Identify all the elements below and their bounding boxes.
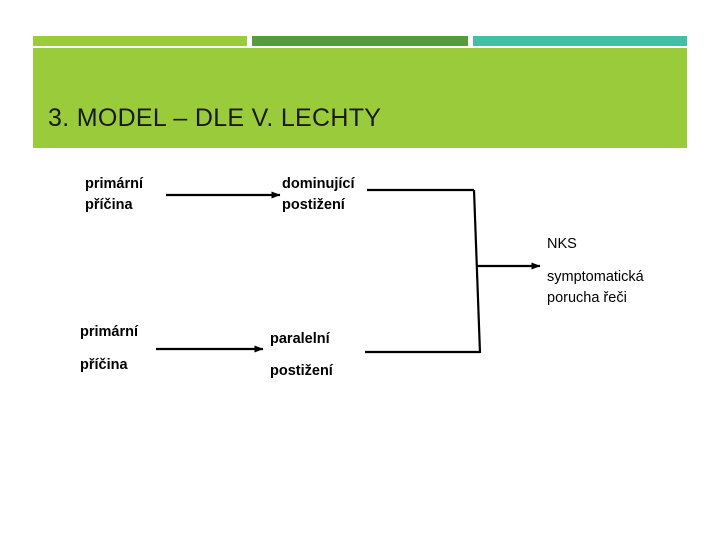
node-primary-cause-bottom-line2: příčina (80, 357, 128, 373)
header-bar-light-green (33, 36, 247, 46)
node-nks: NKS (547, 236, 577, 252)
page-title: 3. MODEL – DLE V. LECHTY (48, 104, 382, 132)
title-band (33, 48, 687, 148)
bracket-vertical-segment (472, 189, 482, 354)
node-primary-cause-bottom-line1: primární (80, 324, 139, 340)
node-parallel-impairment-line2: postižení (270, 363, 333, 379)
node-primary-cause-top: primární příčina (85, 176, 144, 213)
node-symptomatic-speech-disorder: symptomatická porucha řeči (547, 269, 644, 306)
header-bar-teal (473, 36, 687, 46)
header-bar-dark-green (252, 36, 468, 46)
node-parallel-impairment-line1: paralelní (270, 331, 330, 347)
node-dominant-impairment: dominující postižení (282, 176, 355, 213)
